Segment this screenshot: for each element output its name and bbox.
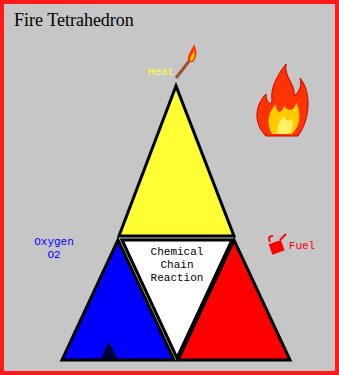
diagram-title: Fire Tetrahedron: [14, 10, 134, 31]
oxygen-label: Oxygen O2: [26, 236, 82, 262]
node-text: Chemical Chain Reaction: [146, 246, 208, 285]
heat-label: Heat: [144, 66, 178, 79]
fuel-label: Fuel: [282, 240, 322, 253]
chain-reaction-triangle: Chemical Chain Reaction: [120, 238, 234, 360]
